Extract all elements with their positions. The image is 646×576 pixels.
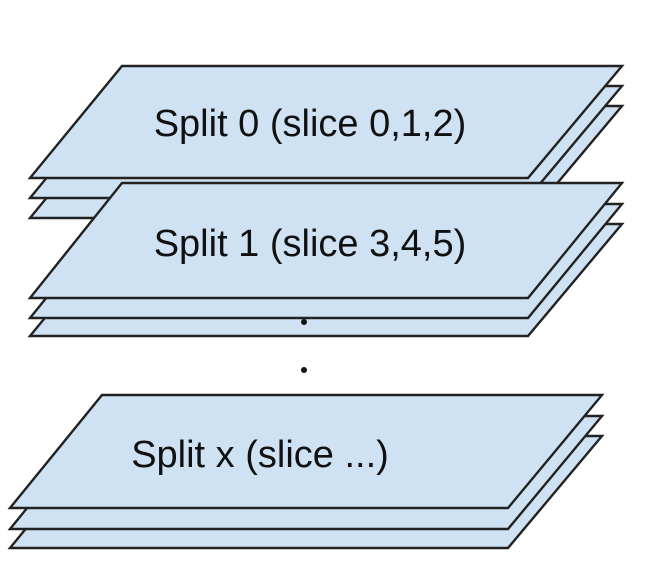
split-0-label: Split 0 (slice 0,1,2) [154, 103, 467, 145]
split-1-slice-front [27, 181, 625, 300]
split-0-slice-front [27, 64, 625, 180]
ellipsis-dot-2 [301, 367, 307, 373]
split-x-slice-front [7, 393, 605, 510]
split-1-label: Split 1 (slice 3,4,5) [154, 223, 467, 265]
split-1-group: Split 1 (slice 3,4,5) [27, 181, 625, 338]
split-x-group: Split x (slice ...) [7, 393, 605, 550]
split-x-label: Split x (slice ...) [131, 434, 389, 476]
ellipsis-dot-1 [301, 319, 307, 325]
